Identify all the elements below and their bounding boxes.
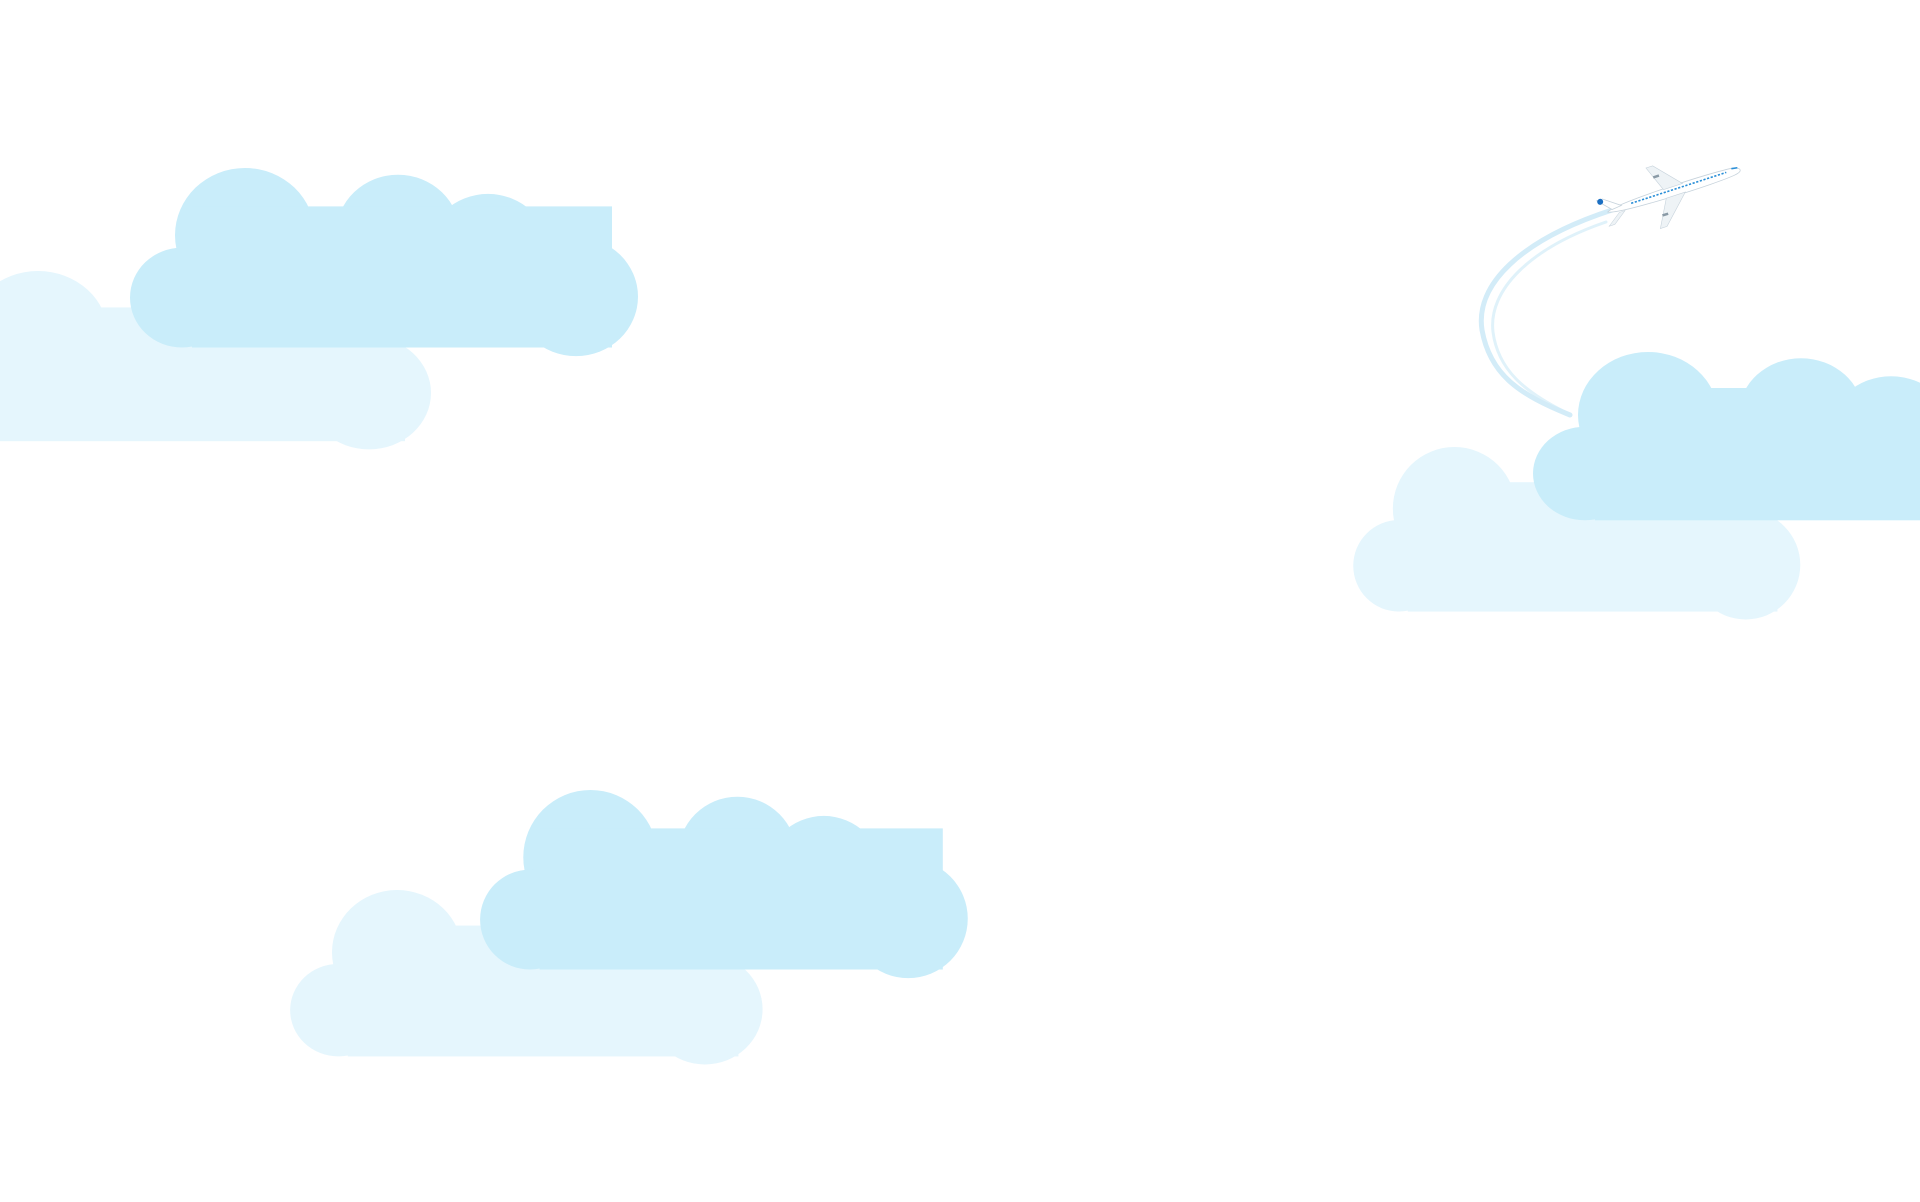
airplane-icon bbox=[1595, 165, 1741, 229]
cloud-front-top-left bbox=[130, 168, 638, 357]
cloud-front-bottom bbox=[480, 790, 968, 979]
cloud-front-right bbox=[1533, 352, 1920, 529]
contrail-trail bbox=[1478, 207, 1615, 418]
